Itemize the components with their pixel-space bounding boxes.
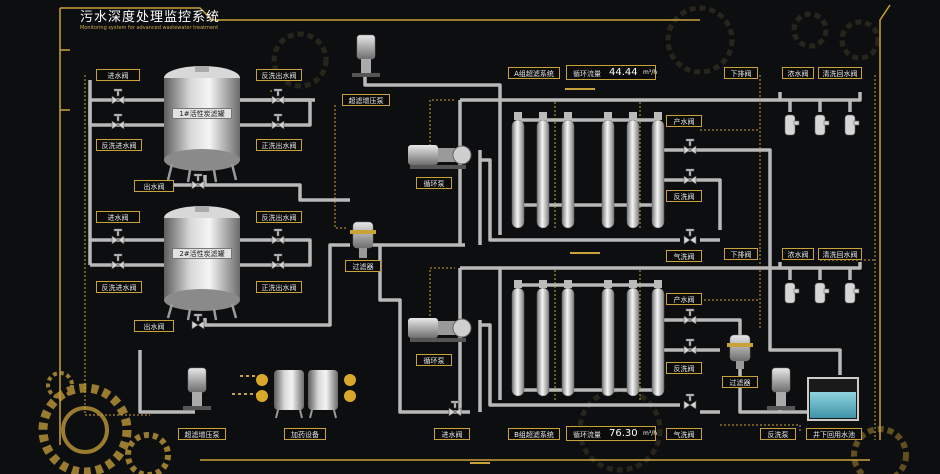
tank-2 [164,206,240,321]
valve-icon[interactable] [784,114,860,304]
membrane-column-icon [511,119,665,397]
flow-label: 循环流量 [573,431,601,439]
system-a-name: A组超滤系统 [508,67,560,79]
tank1-backwash-out-valve[interactable]: 反洗出水阀 [256,69,302,81]
circ-pump-b-label[interactable]: 循环泵 [416,354,452,366]
system-a-backwash-valve[interactable]: 反洗阀 [666,190,702,202]
filter-icon [350,221,376,258]
flow-value: 76.30 [609,428,638,439]
flow-value: 44.44 [609,67,638,78]
system-b-air-valve[interactable]: 气洗阀 [666,428,702,440]
filter-center-label: 过滤器 [345,260,381,272]
tank1-outlet-valve[interactable]: 出水阀 [134,180,174,192]
divider [470,88,600,464]
final-tank-label: 井下回用水池 [806,428,862,440]
flow-unit: m³/h [643,69,658,76]
tank2-backwash-out-valve[interactable]: 反洗出水阀 [256,211,302,223]
tank1-forward-out-valve[interactable]: 正洗出水阀 [256,139,302,151]
tank2-forward-out-valve[interactable]: 正洗出水阀 [256,281,302,293]
backwash-pump-label[interactable]: 反洗泵 [760,428,796,440]
dosing-equipment [232,370,356,419]
valve-icon[interactable] [111,88,697,417]
pump-icon[interactable] [183,367,211,410]
pump-icon[interactable] [408,145,472,169]
system-b-name: B组超滤系统 [508,428,560,440]
water-tank [807,377,859,421]
tank2-inlet-valve[interactable]: 进水阀 [96,211,140,223]
pump-icon[interactable] [352,34,380,77]
system-a-clean-return-valve[interactable]: 清洗回水阀 [818,67,862,79]
system-b-flow: 循环流量 76.30 m³/h [566,426,658,441]
pump-icon[interactable] [408,318,472,342]
circ-pump-a-label[interactable]: 循环泵 [416,177,452,189]
booster-pump-bottom-label[interactable]: 超滤增压泵 [178,428,226,440]
system-a-flow: 循环流量 44.44 m³/h [566,65,658,80]
booster-pump-top-label[interactable]: 超滤增压泵 [342,94,390,106]
system-b-product-valve[interactable]: 产水阀 [666,293,702,305]
system-a-concentrate-valve[interactable]: 浓水阀 [782,67,814,79]
frame-border [59,4,891,461]
system-a-air-valve[interactable]: 气洗阀 [666,250,702,262]
filter-right-label: 过滤器 [722,376,758,388]
filter-icon [727,334,753,369]
tank-1 [164,66,240,183]
tank2-backwash-in-valve[interactable]: 反洗进水阀 [96,281,142,293]
bottom-inlet-valve[interactable]: 进水阀 [434,428,470,440]
pump-icon[interactable] [767,367,795,410]
column-caps [514,112,662,288]
flow-label: 循环流量 [573,70,601,78]
page-subtitle: Monitoring system for advanced wastewate… [80,25,219,31]
system-b-drain-valve[interactable]: 下排阀 [724,248,758,260]
system-b-clean-return-valve[interactable]: 清洗回水阀 [818,248,862,260]
tank2-outlet-valve[interactable]: 出水阀 [134,320,174,332]
system-b-concentrate-valve[interactable]: 浓水阀 [782,248,814,260]
flow-unit: m³/h [643,430,658,437]
tank1-inlet-valve[interactable]: 进水阀 [96,69,140,81]
page-title: 污水深度处理监控系统 [80,10,221,25]
tank1-backwash-in-valve[interactable]: 反洗进水阀 [96,139,142,151]
system-b-backwash-valve[interactable]: 反洗阀 [666,362,702,374]
system-a-product-valve[interactable]: 产水阀 [666,115,702,127]
dosing-label[interactable]: 加药设备 [284,428,326,440]
tank-2-label: 2#活性炭滤罐 [172,248,232,259]
tank-1-label: 1#活性炭滤罐 [172,108,232,119]
system-a-drain-valve[interactable]: 下排阀 [724,67,758,79]
